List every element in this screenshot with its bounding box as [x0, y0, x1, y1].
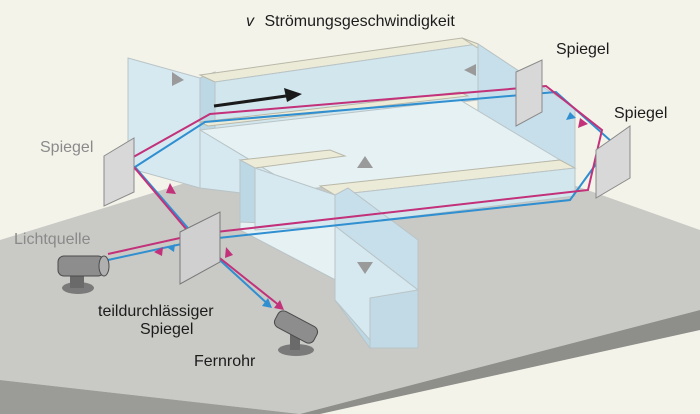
flow-marker-1: [172, 72, 184, 86]
label-beam-splitter-1: teildurchlässiger: [98, 303, 214, 320]
mirror-top-right: [515, 59, 543, 127]
flow-marker-4: [357, 262, 373, 274]
flow-velocity-arrow: [213, 88, 302, 108]
label-beam-splitter-2: Spiegel: [140, 321, 193, 338]
table-right-side: [300, 310, 700, 414]
label-mirror-top-right: Spiegel: [556, 41, 609, 58]
flow-marker-3: [357, 156, 373, 168]
label-light-source: Lichtquelle: [14, 231, 91, 248]
label-telescope: Fernrohr: [194, 353, 256, 370]
table-front-side: [0, 380, 300, 414]
telescope-icon: [273, 310, 319, 356]
mirror-left: [103, 137, 135, 207]
beam-blue: [107, 90, 614, 307]
flow-marker-2: [464, 64, 476, 76]
beam-magenta: [107, 84, 604, 307]
label-mirror-left: Spiegel: [40, 139, 93, 156]
lamp-icon: [57, 255, 110, 294]
beam-splitter: [179, 211, 221, 285]
label-mirror-right: Spiegel: [614, 105, 667, 122]
mirror-right: [595, 125, 631, 199]
flow-label: v Strömungsgeschwindigkeit: [246, 13, 455, 30]
